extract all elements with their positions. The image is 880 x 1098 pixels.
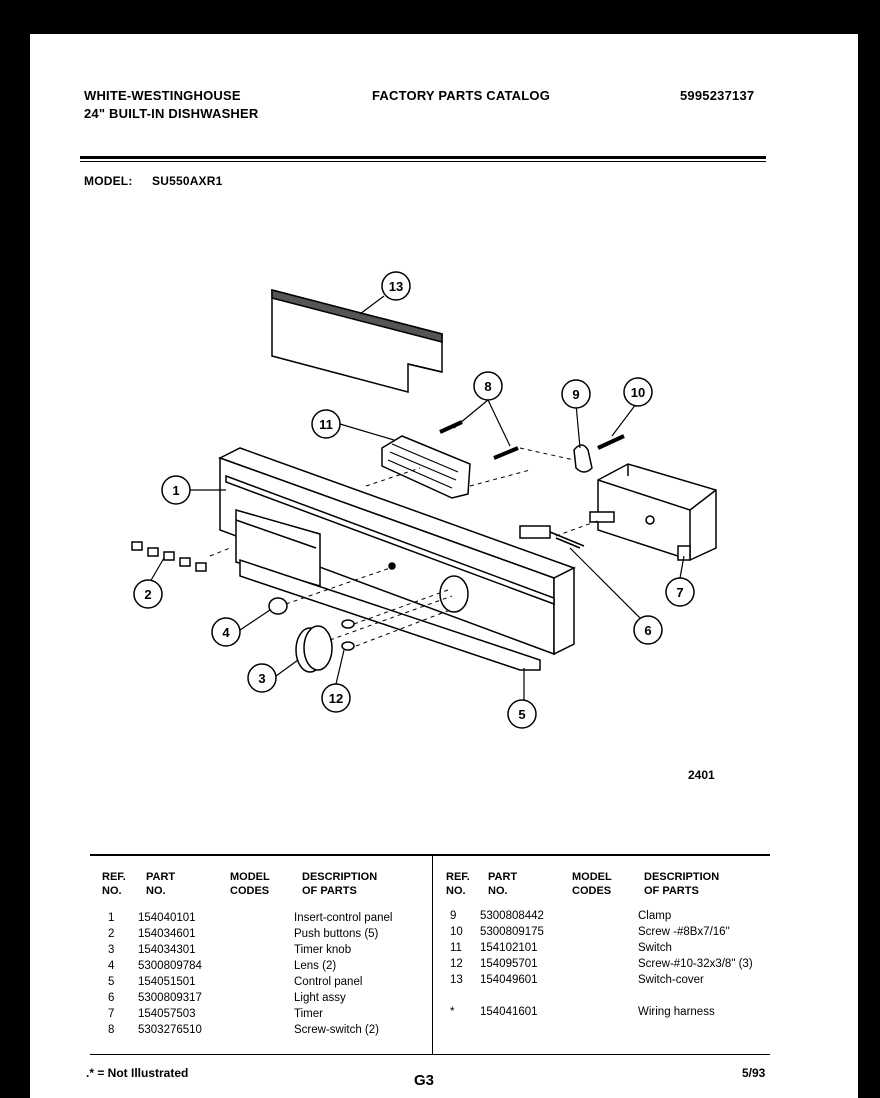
table-row-ref: 11	[450, 942, 462, 954]
catalog-number: 5995237137	[680, 88, 755, 103]
table-row-part: 5300809784	[138, 960, 202, 972]
table-row-desc: Switch-cover	[638, 974, 704, 986]
table-row-desc: Switch	[638, 942, 672, 954]
left-ref-column: 1 2 3 4 5 6 7 8	[108, 910, 114, 1038]
table-row-part: 154034301	[138, 944, 196, 956]
exploded-parts-diagram: 13 8 11 9 10 1 2 4 3 12 5 6 7	[131, 271, 717, 729]
clamp-part	[573, 444, 593, 473]
table-row-desc: Control panel	[294, 976, 363, 988]
table-row-ref: 6	[108, 992, 115, 1004]
timer-knob-part	[295, 625, 333, 673]
table-row-part: 5303276510	[138, 1024, 202, 1036]
table-row-ref: 13	[450, 974, 463, 986]
table-row-ref: 12	[450, 958, 463, 970]
table-row-desc: Screw-switch (2)	[294, 1024, 379, 1036]
table-row-part: 5300809175	[480, 926, 544, 938]
table-row-desc: Screw-#10-32x3/8" (3)	[638, 958, 753, 970]
callout-7: 7	[676, 585, 683, 600]
table-row-desc: Push buttons (5)	[294, 928, 379, 940]
push-buttons-part	[131, 541, 207, 572]
right-ref-column: 9 10 11 12 13 *	[450, 908, 463, 1020]
table-row-desc: Light assy	[294, 992, 346, 1004]
table-row-ref: 8	[108, 1024, 115, 1036]
table-row-part: 154051501	[138, 976, 196, 988]
callout-9: 9	[572, 387, 579, 402]
table-row-part: 5300809317	[138, 992, 202, 1004]
callout-6: 6	[644, 623, 651, 638]
model-value: SU550AXR1	[152, 174, 223, 188]
header-rule	[80, 156, 766, 159]
page-code: G3	[414, 1072, 435, 1089]
table-row-ref: 1	[108, 912, 115, 924]
table-row-part: 154095701	[480, 958, 538, 970]
screw-clamp-part	[597, 434, 625, 450]
right-desc-column: Clamp Screw -#8Bx7/16" Switch Screw-#10-…	[638, 908, 753, 1020]
table-row-part: 154102101	[480, 942, 538, 954]
table-row-desc: Timer knob	[294, 944, 352, 956]
brand-name: WHITE-WESTINGHOUSE	[84, 88, 241, 103]
header-rule-thin	[80, 161, 766, 162]
callout-13: 13	[389, 279, 403, 294]
callout-5: 5	[518, 707, 525, 722]
callout-10: 10	[631, 385, 645, 400]
catalog-title: FACTORY PARTS CATALOG	[372, 88, 551, 103]
callout-4: 4	[222, 625, 230, 640]
lens-part	[268, 597, 288, 615]
table-row-part: 154040101	[138, 912, 196, 924]
table-row-part: 154041601	[480, 1006, 538, 1018]
table-bottom-rule	[90, 1054, 770, 1055]
callout-1: 1	[172, 483, 179, 498]
screw-switch-part	[439, 420, 519, 460]
timer-part	[589, 463, 717, 561]
table-row-ref: 7	[108, 1008, 115, 1020]
header-ref: REF.NO.	[102, 871, 126, 897]
table-row-ref: 2	[108, 928, 115, 940]
control-panel-part	[218, 447, 576, 671]
table-row-ref: 9	[450, 910, 457, 922]
product-name: 24" BUILT-IN DISHWASHER	[84, 106, 259, 121]
table-row-ref: *	[450, 1006, 455, 1018]
table-row-desc: Insert-control panel	[294, 912, 393, 924]
table-row-part: 154057503	[138, 1008, 196, 1020]
model-label: MODEL:	[84, 174, 133, 188]
callout-12: 12	[329, 691, 343, 706]
table-row-desc: Screw -#8Bx7/16"	[638, 926, 730, 938]
figure-number: 2401	[688, 768, 715, 782]
table-row-ref: 3	[108, 944, 115, 956]
table-top-rule	[90, 854, 770, 856]
light-assy-part	[519, 525, 585, 549]
table-row-part: 5300808442	[480, 910, 544, 922]
table-row-desc: Clamp	[638, 910, 672, 922]
table-row-ref: 5	[108, 976, 115, 988]
callout-8: 8	[484, 379, 491, 394]
left-desc-column: Insert-control panel Push buttons (5) Ti…	[294, 910, 392, 1038]
table-row-desc: Timer	[294, 1008, 323, 1020]
left-part-column: 154040101 154034601 154034301 5300809784…	[138, 910, 202, 1038]
table-row-ref: 4	[108, 960, 115, 972]
screws-panel-part	[341, 619, 355, 651]
revision-date: 5/93	[742, 1066, 766, 1080]
callout-3: 3	[258, 671, 265, 686]
table-row-part: 154049601	[480, 974, 538, 986]
not-illustrated-note: .* = Not Illustrated	[86, 1066, 189, 1080]
callout-11: 11	[319, 417, 333, 432]
callout-2: 2	[144, 587, 151, 602]
table-row-desc: Lens (2)	[294, 960, 337, 972]
header-ref-right: REF.NO.	[446, 871, 470, 897]
table-row-desc: Wiring harness	[638, 1006, 715, 1018]
table-row-part: 154034601	[138, 928, 196, 940]
table-row-ref: 10	[450, 926, 463, 938]
table-divider	[432, 856, 433, 1054]
right-part-column: 5300808442 5300809175 154102101 15409570…	[480, 908, 544, 1020]
